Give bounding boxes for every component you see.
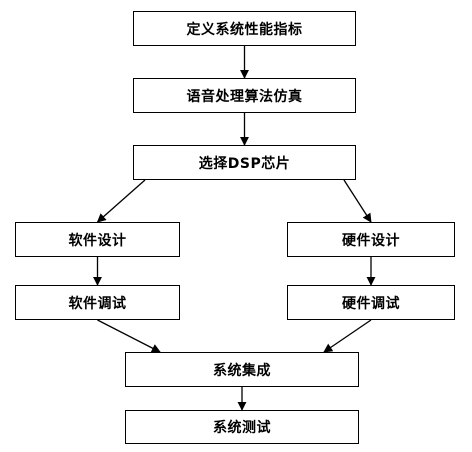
edge-select_dsp-to-hw_design xyxy=(343,179,372,223)
edge-sw_debug-to-integrate xyxy=(97,319,161,353)
node-software-debugging: 软件调试 xyxy=(15,285,180,320)
node-system-test: 系统测试 xyxy=(125,410,359,444)
node-software-design: 软件设计 xyxy=(15,222,180,257)
node-select-dsp-chip: 选择DSP芯片 xyxy=(133,145,356,180)
node-system-integration: 系统集成 xyxy=(125,352,359,387)
node-define-performance-metrics: 定义系统性能指标 xyxy=(133,11,356,46)
edge-select_dsp-to-sw_design xyxy=(96,179,146,223)
node-hardware-design: 硬件设计 xyxy=(287,222,455,257)
node-hardware-debugging: 硬件调试 xyxy=(287,285,455,320)
node-speech-algorithm-simulation: 语音处理算法仿真 xyxy=(133,78,356,113)
edge-hw_debug-to-integrate xyxy=(323,319,372,353)
